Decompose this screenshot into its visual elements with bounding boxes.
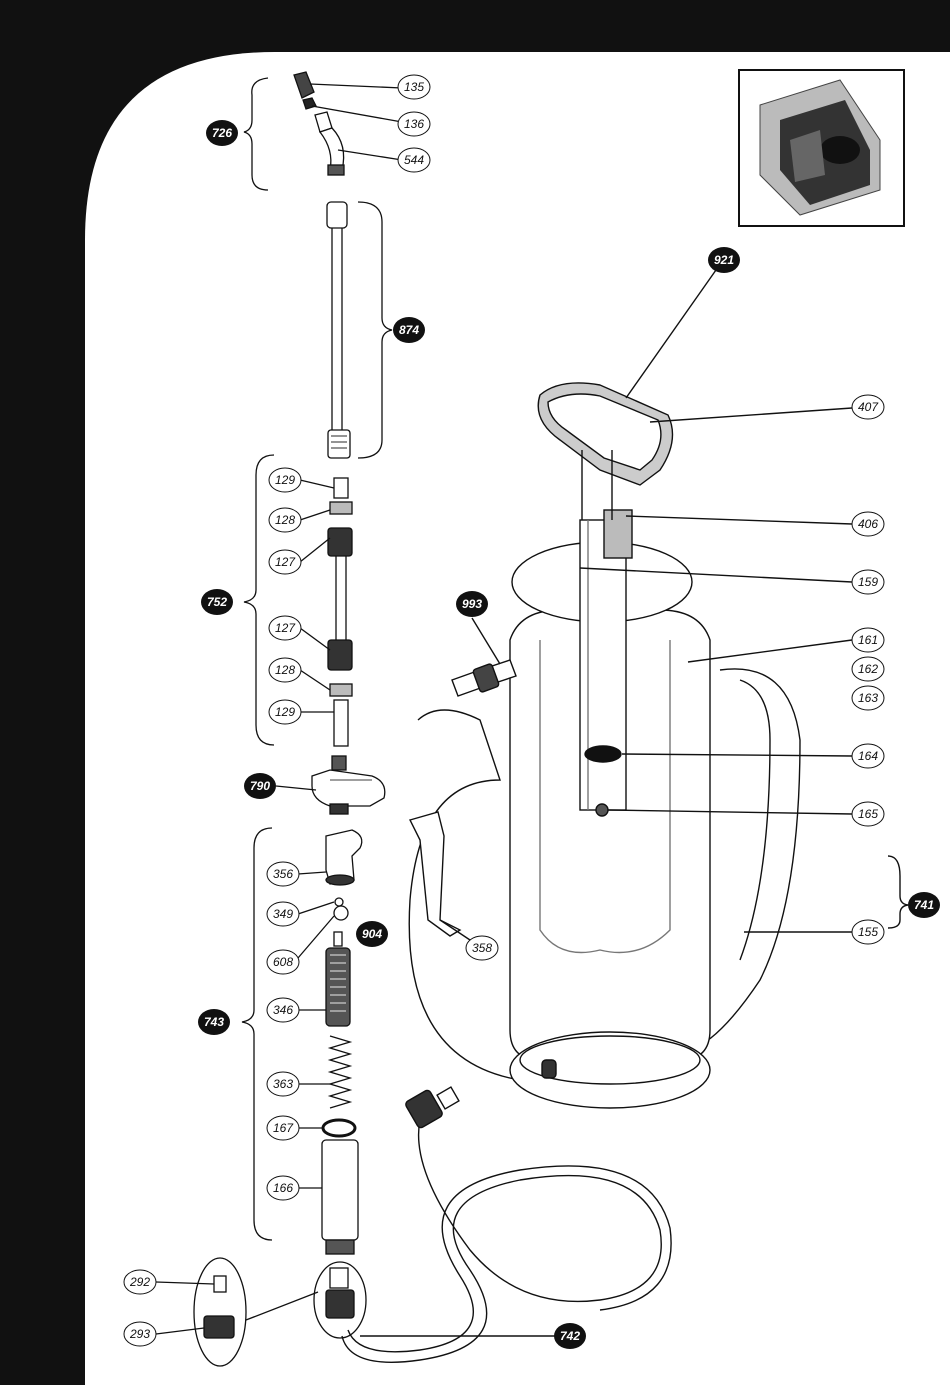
svg-text:166: 166	[273, 1181, 293, 1195]
callout-346: 346	[267, 998, 299, 1022]
svg-text:752: 752	[207, 595, 227, 609]
svg-text:127: 127	[275, 621, 296, 635]
svg-text:159: 159	[858, 575, 878, 589]
svg-text:743: 743	[204, 1015, 224, 1029]
callout-128-top: 128	[269, 508, 301, 532]
callout-292: 292	[124, 1270, 156, 1294]
svg-text:128: 128	[275, 663, 295, 677]
svg-text:790: 790	[250, 779, 270, 793]
callout-874: 874	[393, 317, 425, 343]
callout-128-bottom: 128	[269, 658, 301, 682]
callout-129-bottom: 129	[269, 700, 301, 724]
callout-726: 726	[206, 120, 238, 146]
callout-407: 407	[852, 395, 884, 419]
svg-text:741: 741	[914, 898, 934, 912]
callout-293: 293	[124, 1322, 156, 1346]
callout-358: 358	[466, 936, 498, 960]
callout-752: 752	[201, 589, 233, 615]
svg-text:135: 135	[404, 80, 424, 94]
callout-164: 164	[852, 744, 884, 768]
svg-text:407: 407	[858, 400, 879, 414]
callout-790: 790	[244, 773, 276, 799]
callout-904: 904	[356, 921, 388, 947]
callout-349: 349	[267, 902, 299, 926]
svg-text:406: 406	[858, 517, 878, 531]
svg-text:608: 608	[273, 955, 293, 969]
callout-166: 166	[267, 1176, 299, 1200]
callout-608: 608	[267, 950, 299, 974]
svg-text:167: 167	[273, 1121, 294, 1135]
svg-text:127: 127	[275, 555, 296, 569]
svg-text:358: 358	[472, 941, 492, 955]
callout-159: 159	[852, 570, 884, 594]
svg-text:164: 164	[858, 749, 878, 763]
callout-167: 167	[267, 1116, 299, 1140]
callout-921: 921	[708, 247, 740, 273]
callout-162: 162	[852, 657, 884, 681]
svg-text:874: 874	[399, 323, 419, 337]
callout-163: 163	[852, 686, 884, 710]
svg-text:544: 544	[404, 153, 424, 167]
svg-text:292: 292	[129, 1275, 150, 1289]
callout-544: 544	[398, 148, 430, 172]
svg-text:128: 128	[275, 513, 295, 527]
svg-text:155: 155	[858, 925, 878, 939]
svg-text:129: 129	[275, 705, 295, 719]
svg-text:742: 742	[560, 1329, 580, 1343]
callout-155: 155	[852, 920, 884, 944]
svg-text:163: 163	[858, 691, 878, 705]
svg-text:161: 161	[858, 633, 878, 647]
callout-741: 741	[908, 892, 940, 918]
svg-text:349: 349	[273, 907, 293, 921]
svg-text:921: 921	[714, 253, 734, 267]
callout-161: 161	[852, 628, 884, 652]
svg-text:363: 363	[273, 1077, 293, 1091]
callout-742: 742	[554, 1323, 586, 1349]
svg-text:136: 136	[404, 117, 424, 131]
callout-363: 363	[267, 1072, 299, 1096]
svg-text:993: 993	[462, 597, 482, 611]
svg-text:904: 904	[362, 927, 382, 941]
product-photo-inset	[739, 70, 904, 226]
callout-993: 993	[456, 591, 488, 617]
callout-165: 165	[852, 802, 884, 826]
svg-text:165: 165	[858, 807, 878, 821]
svg-text:346: 346	[273, 1003, 293, 1017]
callout-135: 135	[398, 75, 430, 99]
svg-text:129: 129	[275, 473, 295, 487]
svg-text:162: 162	[858, 662, 878, 676]
callout-136: 136	[398, 112, 430, 136]
callout-127-top: 127	[269, 550, 301, 574]
svg-text:726: 726	[212, 126, 232, 140]
svg-text:356: 356	[273, 867, 293, 881]
svg-text:293: 293	[129, 1327, 150, 1341]
callout-127-bottom: 127	[269, 616, 301, 640]
callout-129-top: 129	[269, 468, 301, 492]
callout-743: 743	[198, 1009, 230, 1035]
callout-406: 406	[852, 512, 884, 536]
callout-356: 356	[267, 862, 299, 886]
